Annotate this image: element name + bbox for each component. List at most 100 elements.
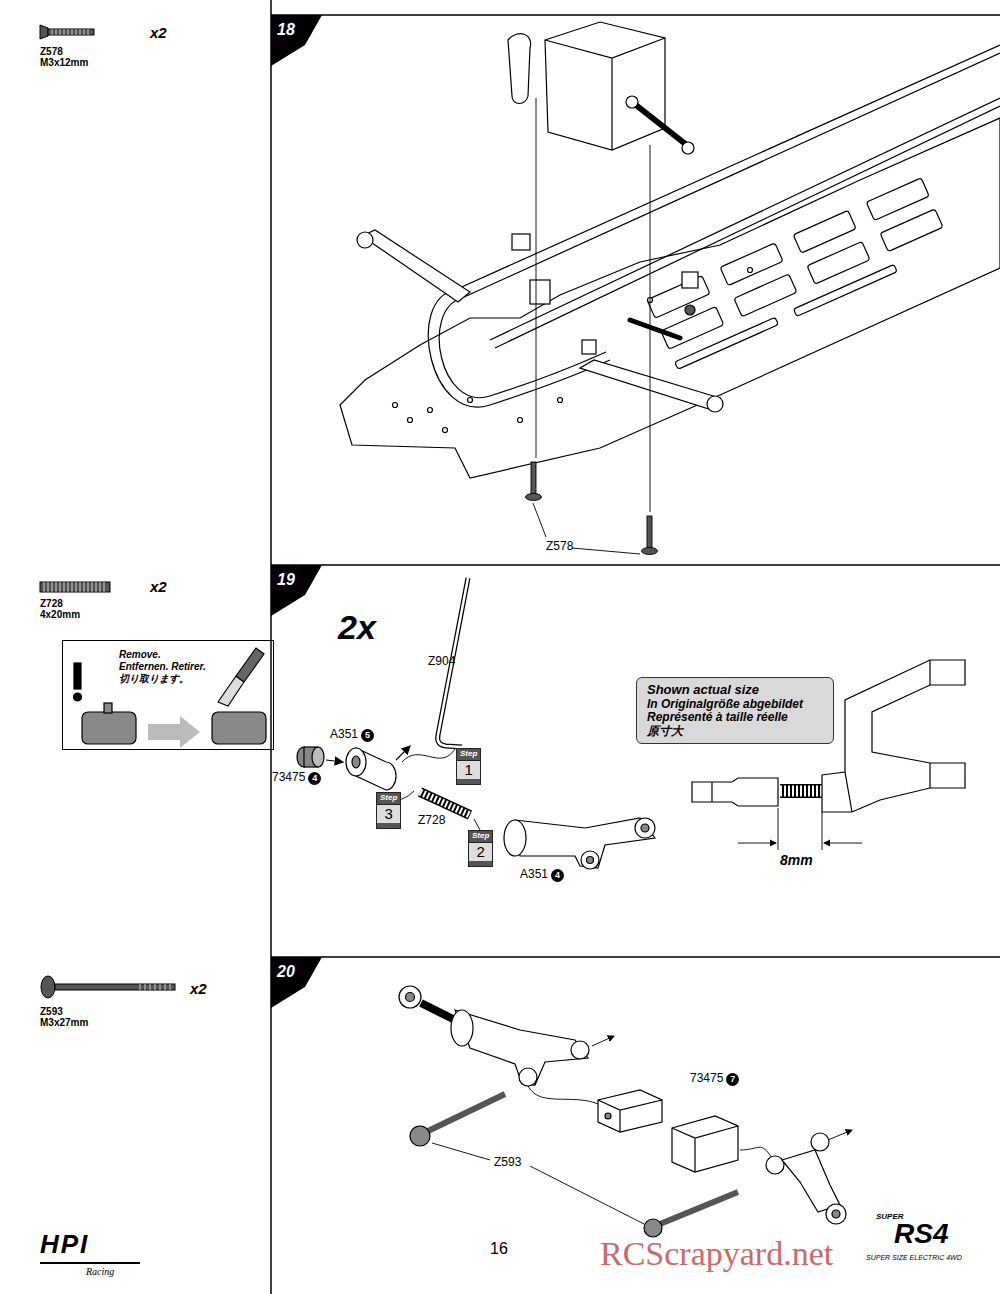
arm-mount-art bbox=[828, 1130, 852, 1140]
arm-mount-art bbox=[451, 1010, 473, 1046]
actual-size-drawing bbox=[822, 660, 965, 812]
chassis-drawing bbox=[428, 408, 433, 413]
chassis-drawing bbox=[518, 418, 523, 423]
arm-mount-art bbox=[811, 1133, 829, 1151]
node-text: Représenté à taille réelle bbox=[647, 711, 823, 725]
wishbone-assembly-art bbox=[326, 760, 343, 762]
chassis-drawing bbox=[807, 241, 870, 284]
actual-size-drawing bbox=[824, 843, 862, 844]
callout-number: Z593 bbox=[494, 1156, 521, 1170]
part-size: M3x12mm bbox=[40, 57, 88, 69]
panel-frame bbox=[271, 0, 1000, 1294]
chassis-drawing bbox=[707, 396, 723, 412]
chassis-drawing bbox=[632, 102, 688, 146]
brand-logo: Racing bbox=[86, 1266, 114, 1278]
wishbone-assembly-art bbox=[587, 857, 594, 864]
callout-number: A351 bbox=[520, 868, 548, 882]
screw-leader bbox=[650, 145, 651, 512]
node-text: 3 bbox=[377, 804, 400, 823]
arm-mount-art bbox=[421, 1003, 455, 1020]
step-box: Step3 bbox=[376, 792, 401, 829]
arm-mount-art bbox=[519, 1068, 537, 1086]
chassis-drawing bbox=[793, 264, 897, 316]
callout-number: 73475 bbox=[272, 771, 305, 785]
part-size: M3x27mm bbox=[40, 1017, 88, 1029]
node-text: 1 bbox=[457, 760, 480, 779]
arm-mount-art bbox=[406, 993, 415, 1002]
chassis-drawing bbox=[340, 118, 1000, 478]
chassis-drawing bbox=[439, 298, 606, 398]
quantity: x2 bbox=[150, 578, 167, 595]
screw-icon bbox=[40, 25, 175, 998]
wishbone-assembly-art bbox=[641, 824, 649, 832]
node-text: Shown actual size bbox=[647, 682, 823, 698]
wishbone-assembly-art bbox=[352, 756, 360, 768]
node-text: Remove. Entfernen. Retirer. 切り取ります。 bbox=[119, 649, 207, 685]
arm-mount-art bbox=[455, 1010, 588, 1085]
screw-icon bbox=[52, 29, 88, 35]
actual-size-drawing bbox=[778, 808, 822, 850]
wishbone-assembly-art bbox=[504, 820, 526, 856]
actual-size-drawing bbox=[738, 843, 776, 844]
step-tab bbox=[271, 15, 322, 66]
wishbone-assembly-art bbox=[297, 578, 655, 869]
callout-number: Z728 bbox=[418, 814, 445, 828]
arm-mount-art bbox=[598, 1090, 662, 1132]
step-box: Step1 bbox=[456, 748, 481, 785]
arm-mount-art bbox=[528, 1086, 605, 1108]
remove-inset-art bbox=[218, 676, 244, 706]
remove-inset-art bbox=[74, 648, 267, 748]
remove-inset-art bbox=[236, 648, 264, 682]
arm-mount-art bbox=[660, 1192, 738, 1224]
panel-frame bbox=[271, 14, 1000, 16]
node-text: 2 bbox=[469, 842, 492, 861]
step-tab bbox=[271, 15, 322, 1008]
wishbone-assembly-art bbox=[400, 791, 414, 800]
brand-logo: HPI bbox=[40, 1230, 89, 1260]
note-box: Shown actual sizeIn Originalgröße abgebi… bbox=[636, 677, 834, 744]
screw-leader bbox=[536, 98, 537, 458]
part-number: Z593 bbox=[40, 1006, 63, 1018]
callout-number: Z578 bbox=[546, 540, 573, 554]
chassis-drawing bbox=[734, 274, 797, 317]
step-box: Step2 bbox=[468, 830, 493, 867]
chassis-drawing bbox=[545, 22, 665, 150]
chassis-drawing bbox=[748, 268, 753, 273]
arm-mount-art bbox=[399, 986, 421, 1008]
chassis-drawing bbox=[647, 178, 952, 369]
page-number: 16 bbox=[490, 1240, 508, 1258]
chassis-drawing bbox=[630, 320, 680, 338]
arm-mount-art bbox=[766, 1156, 784, 1174]
arm-mount-art bbox=[592, 1036, 614, 1046]
arm-mount-art bbox=[740, 1147, 772, 1158]
actual-size-drawing bbox=[929, 660, 930, 685]
wishbone-assembly-art bbox=[346, 748, 366, 776]
node-text: 原寸大 bbox=[647, 725, 823, 739]
actual-size-drawing bbox=[780, 784, 822, 798]
actual-size-drawing bbox=[692, 778, 778, 806]
bag-number: 7 bbox=[726, 1073, 739, 1086]
step-number: 20 bbox=[277, 963, 295, 981]
chassis-drawing bbox=[530, 280, 550, 304]
quantity: x2 bbox=[150, 24, 167, 41]
screw-icon bbox=[41, 976, 55, 998]
repeat-count: 2x bbox=[338, 608, 376, 647]
hpi-logo-bar bbox=[40, 1262, 140, 1264]
wishbone-assembly-art bbox=[420, 792, 470, 815]
actual-size-drawing bbox=[711, 782, 712, 802]
quantity: x2 bbox=[190, 980, 207, 997]
chassis-drawing bbox=[428, 290, 610, 407]
chassis-drawing bbox=[393, 403, 398, 408]
chassis-drawing bbox=[357, 232, 373, 248]
step-tab bbox=[271, 957, 322, 1008]
actual-size-drawing bbox=[929, 763, 930, 788]
screw-leader bbox=[531, 462, 536, 494]
callout-number: A351 bbox=[330, 728, 358, 742]
wishbone-assembly-art bbox=[515, 818, 655, 868]
arm-mount-art bbox=[428, 1094, 505, 1131]
chassis-drawing bbox=[675, 317, 779, 369]
arm-mount-art bbox=[399, 986, 852, 1237]
remove-inset-art bbox=[148, 716, 200, 748]
